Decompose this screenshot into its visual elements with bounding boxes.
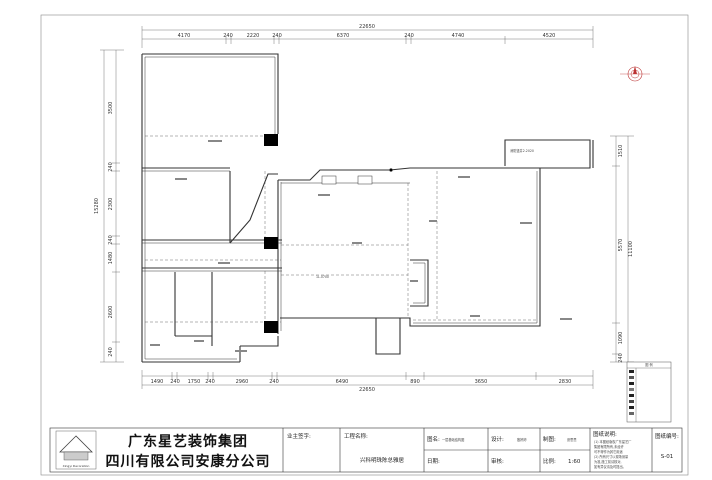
north-arrow-icon bbox=[620, 66, 650, 82]
sheet-number-label: 图纸编号: bbox=[655, 432, 679, 440]
project-name-value: 兴科明珠陈总雅居 bbox=[360, 456, 405, 464]
review-label: 审核: bbox=[491, 457, 504, 465]
design-value: 殷婷婷 bbox=[517, 437, 527, 442]
bottom-dim-9: 3650 bbox=[475, 379, 488, 385]
top-dim-3: 2220 bbox=[247, 33, 260, 39]
bottom-dim-7: 6490 bbox=[336, 379, 349, 385]
bottom-total-dimension: 22650 bbox=[359, 387, 375, 393]
right-dim-1: 1510 bbox=[618, 145, 624, 158]
top-dim-7: 4740 bbox=[452, 33, 465, 39]
top-dim-5: 6370 bbox=[337, 33, 350, 39]
drawing-notes-line-5: 为准,施工前请核对, bbox=[594, 459, 622, 464]
left-dim-3: 2300 bbox=[108, 198, 114, 211]
bottom-dim-3: 1750 bbox=[188, 379, 201, 385]
company-logo bbox=[55, 430, 97, 470]
logo-text: Xingyi Decoration bbox=[63, 464, 90, 468]
bottom-dim-1: 1490 bbox=[151, 379, 164, 385]
main-room-label: 1L.0700 bbox=[316, 275, 329, 279]
left-dim-6: 2600 bbox=[108, 306, 114, 319]
window-fixtures bbox=[321, 168, 393, 185]
title-block-frame bbox=[49, 427, 683, 473]
bottom-dim-4: 240 bbox=[205, 379, 215, 385]
company-name-line1: 广东星艺装饰集团 bbox=[128, 433, 248, 450]
drawing-notes-line-1: (1) 本图纸版权广东星艺厂 bbox=[594, 439, 631, 444]
top-dim-8: 4520 bbox=[543, 33, 556, 39]
column-1 bbox=[264, 134, 278, 146]
drawing-notes-line-6: 如有异议请及时提出。 bbox=[594, 464, 626, 469]
design-label: 设计: bbox=[491, 435, 504, 443]
left-dimension-chain bbox=[100, 49, 124, 363]
project-name-label: 工程名称: bbox=[344, 432, 368, 440]
scale-label: 比例: bbox=[543, 457, 556, 465]
right-dim-2: 5570 bbox=[618, 239, 624, 252]
left-dim-5: 1480 bbox=[108, 252, 114, 265]
left-total-dimension: 15280 bbox=[94, 198, 100, 214]
bottom-dim-6: 240 bbox=[269, 379, 279, 385]
beam-lines bbox=[145, 135, 537, 323]
column-2 bbox=[264, 237, 278, 249]
left-dim-7: 240 bbox=[108, 347, 114, 357]
sheet-number-value: S-01 bbox=[661, 454, 673, 460]
drawing-name-value: 一层基础结构图 bbox=[442, 437, 464, 442]
floor-plan-walls bbox=[141, 53, 594, 363]
company-name-line2: 四川有限公司安康分公司 bbox=[106, 453, 271, 470]
sheet-border bbox=[40, 14, 689, 476]
right-dim-3: 1090 bbox=[618, 332, 624, 345]
draw-value: 张思思 bbox=[567, 437, 577, 442]
bottom-dim-2: 240 bbox=[170, 379, 180, 385]
legend-box bbox=[626, 361, 672, 423]
drawing-notes-label: 图纸说明: bbox=[593, 430, 617, 438]
beam-annotations bbox=[150, 140, 572, 352]
top-dim-4: 240 bbox=[272, 33, 282, 39]
left-dim-2: 240 bbox=[108, 162, 114, 172]
bottom-dim-10: 2830 bbox=[559, 379, 572, 385]
top-dimension-chain bbox=[141, 26, 594, 48]
top-dim-2: 240 bbox=[223, 33, 233, 39]
top-dim-6: 240 bbox=[404, 33, 414, 39]
left-dim-1: 3500 bbox=[108, 102, 114, 115]
structural-columns bbox=[264, 134, 278, 333]
bottom-dimension-chain bbox=[141, 370, 594, 389]
bottom-dim-8: 890 bbox=[410, 379, 420, 385]
column-3 bbox=[264, 321, 278, 333]
fire-shaft-label: 消防竖井2.2020 bbox=[510, 148, 534, 153]
bottom-dim-5: 2960 bbox=[236, 379, 249, 385]
draw-label: 制图: bbox=[543, 435, 556, 443]
right-total-dimension: 11100 bbox=[628, 241, 634, 257]
drawing-notes-line-4: (2) 所有尺寸以现场测量 bbox=[594, 454, 629, 459]
drawing-notes-line-2: 集团有限所有,未经许 bbox=[594, 444, 625, 449]
legend-title: 图 例 bbox=[645, 362, 652, 367]
top-total-dimension: 22650 bbox=[359, 24, 375, 30]
scale-value: 1:60 bbox=[568, 459, 581, 465]
drawing-name-label: 图名: bbox=[427, 435, 440, 443]
owner-signature-label: 业主签字: bbox=[287, 432, 311, 440]
date-label: 日期: bbox=[427, 458, 440, 465]
right-dim-4: 240 bbox=[618, 353, 624, 363]
drawing-notes-line-3: 可不得作为其它用途 bbox=[594, 449, 623, 454]
left-dim-4: 240 bbox=[108, 235, 114, 245]
top-dim-1: 4170 bbox=[178, 33, 191, 39]
